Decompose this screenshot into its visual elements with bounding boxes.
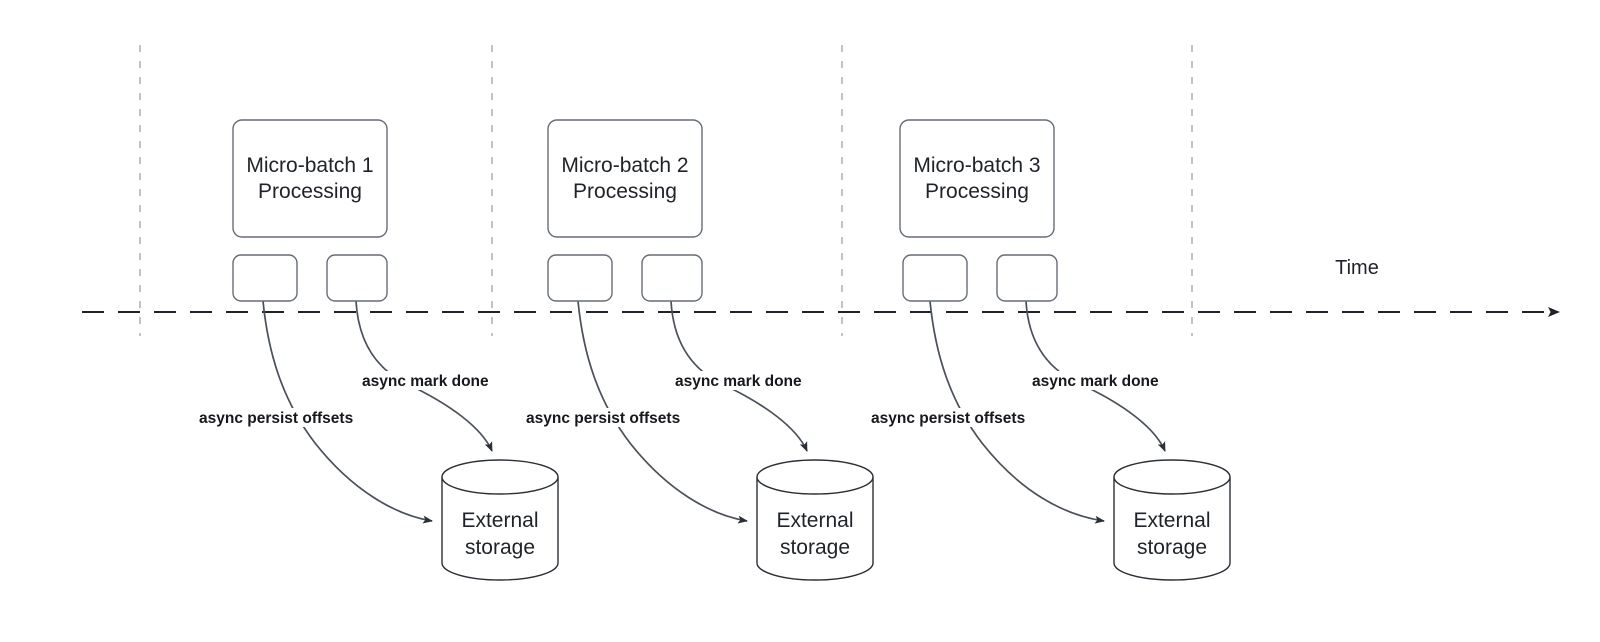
- external-storage-cylinder-2-body[interactable]: [756, 477, 874, 581]
- external-storage-cylinder-2-line1: External: [776, 509, 853, 532]
- micro-batch-box-1-line1: Micro-batch 1: [246, 154, 373, 177]
- edge-label-persist-offsets-2: async persist offsets: [524, 408, 700, 427]
- edge-label-persist-offsets-3-text: async persist offsets: [871, 410, 1025, 427]
- edge-label-mark-done-3: async mark done: [1030, 371, 1170, 390]
- external-storage-cylinder-2-top[interactable]: [756, 459, 874, 495]
- edge-label-persist-offsets-3: async persist offsets: [869, 408, 1045, 427]
- micro-batch-box-2-line1: Micro-batch 2: [561, 154, 688, 177]
- external-storage-cylinder-3-line2: storage: [1137, 536, 1207, 559]
- external-storage-cylinder-3[interactable]: External storage: [1113, 459, 1231, 581]
- edge-label-mark-done-1: async mark done: [360, 371, 500, 390]
- external-storage-cylinder-3-line1: External: [1133, 509, 1210, 532]
- edge-label-persist-offsets-2-bg: [524, 408, 700, 427]
- micro-batch-box-1-line2: Processing: [258, 180, 362, 203]
- task-box-3-persist[interactable]: [902, 254, 968, 302]
- external-storage-cylinder-1-line1: External: [461, 509, 538, 532]
- micro-batch-group-1: Micro-batch 1 Processing External storag…: [197, 119, 559, 581]
- micro-batch-group-2: Micro-batch 2 Processing External storag…: [524, 119, 874, 581]
- micro-batch-box-3-line2: Processing: [925, 180, 1029, 203]
- connector-persist-offsets-2: [577, 300, 748, 524]
- connector-persist-offsets-3: [929, 300, 1105, 524]
- edge-label-persist-offsets-3-bg: [869, 408, 1045, 427]
- edge-label-mark-done-1-bg: [360, 371, 500, 390]
- micro-batch-box-1-rect[interactable]: [232, 119, 388, 238]
- micro-batch-box-3[interactable]: Micro-batch 3 Processing: [899, 119, 1055, 238]
- micro-batch-box-3-line1: Micro-batch 3: [913, 154, 1040, 177]
- micro-batch-group-3: Micro-batch 3 Processing External storag…: [869, 119, 1231, 581]
- external-storage-cylinder-2-line2: storage: [780, 536, 850, 559]
- micro-batch-box-2[interactable]: Micro-batch 2 Processing: [547, 119, 703, 238]
- batch-boundary-dividers: [139, 45, 1193, 336]
- micro-batch-box-3-rect[interactable]: [899, 119, 1055, 238]
- edge-label-mark-done-3-text: async mark done: [1032, 373, 1159, 390]
- edge-label-persist-offsets-1: async persist offsets: [197, 408, 373, 427]
- micro-batch-box-2-rect[interactable]: [547, 119, 703, 238]
- edge-label-mark-done-2-bg: [673, 371, 813, 390]
- task-box-1-markdone[interactable]: [326, 254, 388, 302]
- external-storage-cylinder-3-top[interactable]: [1113, 459, 1231, 495]
- edge-label-mark-done-3-bg: [1030, 371, 1170, 390]
- micro-batch-box-1[interactable]: Micro-batch 1 Processing: [232, 119, 388, 238]
- edge-label-persist-offsets-1-text: async persist offsets: [199, 410, 353, 427]
- edge-label-mark-done-2: async mark done: [673, 371, 813, 390]
- edge-label-mark-done-2-text: async mark done: [675, 373, 802, 390]
- task-box-2-markdone[interactable]: [641, 254, 703, 302]
- external-storage-cylinder-1[interactable]: External storage: [441, 459, 559, 581]
- task-box-2-persist[interactable]: [547, 254, 613, 302]
- external-storage-cylinder-1-line2: storage: [465, 536, 535, 559]
- edge-label-persist-offsets-2-text: async persist offsets: [526, 410, 680, 427]
- external-storage-cylinder-1-body[interactable]: [441, 477, 559, 581]
- external-storage-cylinder-1-top[interactable]: [441, 459, 559, 495]
- task-box-3-markdone[interactable]: [996, 254, 1058, 302]
- time-axis: Time: [82, 257, 1560, 317]
- edge-label-mark-done-1-text: async mark done: [362, 373, 489, 390]
- edge-label-persist-offsets-1-bg: [197, 408, 373, 427]
- external-storage-cylinder-2[interactable]: External storage: [756, 459, 874, 581]
- micro-batch-box-2-line2: Processing: [573, 180, 677, 203]
- external-storage-cylinder-3-body[interactable]: [1113, 477, 1231, 581]
- connector-persist-offsets-1: [262, 300, 433, 524]
- time-axis-label: Time: [1335, 257, 1379, 279]
- task-box-1-persist[interactable]: [232, 254, 298, 302]
